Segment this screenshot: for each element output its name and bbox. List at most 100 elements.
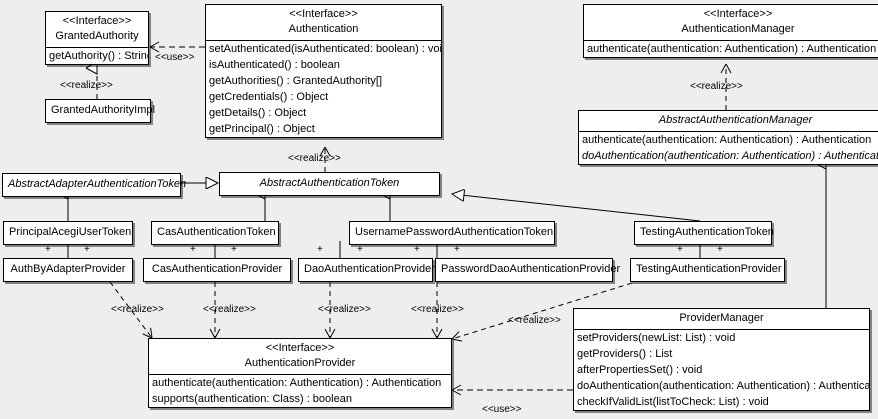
class-box-dao-authentication-provider[interactable]: DaoAuthenticationProvider xyxy=(298,258,435,282)
class-header-username-password-authentication-token: UsernamePasswordAuthenticationToken xyxy=(350,222,554,244)
class-box-cas-authentication-token[interactable]: CasAuthenticationToken xyxy=(151,221,279,245)
edge-label-realize-dao-authentication-provider: <<realize>> xyxy=(318,304,371,315)
operations-compartment-provider-manager: setProviders(newList: List) : void getPr… xyxy=(574,330,869,410)
association-multiplicity-marker: + xyxy=(45,244,51,255)
class-header-principal-acegi-user-token: PrincipalAcegiUserToken xyxy=(4,222,132,244)
class-box-abstract-adapter-authentication-token[interactable]: AbstractAdapterAuthenticationToken xyxy=(2,173,187,197)
class-header-authentication-provider: <<Interface>> AuthenticationProvider xyxy=(149,339,451,375)
class-header-dao-authentication-provider: DaoAuthenticationProvider xyxy=(299,259,435,281)
class-name-label: CasAuthenticationToken xyxy=(157,226,276,238)
edge-label-use-provider-manager: <<use>> xyxy=(482,404,522,415)
class-box-cas-authentication-provider[interactable]: CasAuthenticationProvider xyxy=(143,258,291,282)
class-box-granted-authority[interactable]: <<Interface>> GrantedAuthority getAuthor… xyxy=(45,11,149,65)
association-multiplicity-marker: + xyxy=(717,244,723,255)
class-box-provider-manager[interactable]: ProviderManager setProviders(newList: Li… xyxy=(573,308,870,411)
class-box-granted-authority-impl[interactable]: GrantedAuthorityImpl xyxy=(45,99,155,123)
class-box-abstract-authentication-manager[interactable]: AbstractAuthenticationManager authentica… xyxy=(578,110,878,165)
operation-row: authenticate(authentication: Authenticat… xyxy=(152,377,442,389)
edge-testing-authentication-token-extends-abstract-authentication-token xyxy=(452,194,701,222)
operation-row: getProviders() : List xyxy=(577,348,673,360)
class-header-abstract-adapter-authentication-token: AbstractAdapterAuthenticationToken xyxy=(3,174,187,196)
class-name-label: TestingAuthenticationToken xyxy=(640,226,774,238)
class-header-abstract-authentication-manager: AbstractAuthenticationManager xyxy=(579,111,878,132)
operation-row: getAuthority() : String xyxy=(49,50,148,62)
class-box-abstract-authentication-token[interactable]: AbstractAuthenticationToken xyxy=(219,172,440,196)
class-header-authentication-manager: <<Interface>> AuthenticationManager xyxy=(584,5,878,41)
operation-row: getCredentials() : Object xyxy=(209,91,329,103)
edge-label-realize-password-dao-authentication-provider: <<realize>> xyxy=(411,304,464,315)
class-name-label: AuthenticationManager xyxy=(681,23,795,35)
edge-label-realize-auth-by-adapter-provider: <<realize>> xyxy=(111,304,164,315)
operation-row: doAuthentication(authentication: Authent… xyxy=(577,380,869,392)
operation-row: authenticate(authentication: Authenticat… xyxy=(582,134,872,146)
class-header-granted-authority: <<Interface>> GrantedAuthority xyxy=(46,12,148,48)
class-header-cas-authentication-provider: CasAuthenticationProvider xyxy=(144,259,290,281)
class-box-testing-authentication-token[interactable]: TestingAuthenticationToken xyxy=(634,221,774,245)
class-header-password-dao-authentication-provider: PasswordDaoAuthenticationProvider xyxy=(436,259,621,281)
operation-row: getPrincipal() : Object xyxy=(209,123,315,135)
class-name-label: AbstractAuthenticationManager xyxy=(658,114,813,126)
class-header-provider-manager: ProviderManager xyxy=(574,309,869,330)
class-name-label: DaoAuthenticationProvider xyxy=(304,263,435,275)
edge-label-realize-abstract-authentication-token: <<realize>> xyxy=(288,153,341,164)
stereotype-label: <<Interface>> xyxy=(703,8,773,20)
association-multiplicity-marker: + xyxy=(414,244,420,255)
class-name-label: GrantedAuthorityImpl xyxy=(51,104,155,116)
class-header-testing-authentication-provider: TestingAuthenticationProvider xyxy=(631,259,784,281)
association-multiplicity-marker: + xyxy=(357,244,363,255)
class-box-authentication[interactable]: <<Interface>> Authentication setAuthenti… xyxy=(205,4,442,138)
class-box-testing-authentication-provider[interactable]: TestingAuthenticationProvider xyxy=(630,258,785,282)
association-multiplicity-marker: + xyxy=(317,244,323,255)
class-name-label: AbstractAuthenticationToken xyxy=(259,177,400,189)
class-name-label: AuthenticationProvider xyxy=(244,357,356,369)
class-box-authentication-provider[interactable]: <<Interface>> AuthenticationProvider aut… xyxy=(148,338,452,408)
class-box-username-password-authentication-token[interactable]: UsernamePasswordAuthenticationToken xyxy=(349,221,555,245)
class-name-label: ProviderManager xyxy=(679,312,764,324)
class-box-password-dao-authentication-provider[interactable]: PasswordDaoAuthenticationProvider xyxy=(435,258,621,282)
operations-compartment-abstract-authentication-manager: authenticate(authentication: Authenticat… xyxy=(579,132,878,164)
class-name-label: AuthByAdapterProvider xyxy=(10,263,126,275)
operation-row: checkIfValidList(listToCheck: List) : vo… xyxy=(577,396,769,408)
operations-compartment-authentication-provider: authenticate(authentication: Authenticat… xyxy=(149,375,451,407)
class-box-principal-acegi-user-token[interactable]: PrincipalAcegiUserToken xyxy=(3,221,133,245)
edge-label-realize-abstract-authentication-manager: <<realize>> xyxy=(690,81,743,92)
operations-compartment-granted-authority: getAuthority() : String xyxy=(46,48,148,64)
operation-row: authenticate(authentication: Authenticat… xyxy=(587,43,877,55)
edge-label-realize-granted-authority-impl: <<realize>> xyxy=(60,80,113,91)
class-box-authentication-manager[interactable]: <<Interface>> AuthenticationManager auth… xyxy=(583,4,878,58)
association-multiplicity-marker: + xyxy=(84,244,90,255)
edge-label-realize-provider-manager: <<realize>> xyxy=(508,315,561,326)
stereotype-label: <<Interface>> xyxy=(265,342,335,354)
operation-row: supports(authentication: Class) : boolea… xyxy=(152,393,352,405)
class-name-label: Authentication xyxy=(288,23,359,35)
class-header-granted-authority-impl: GrantedAuthorityImpl xyxy=(46,100,155,122)
class-name-label: PasswordDaoAuthenticationProvider xyxy=(441,263,621,275)
class-name-label: CasAuthenticationProvider xyxy=(151,263,283,275)
class-name-label: GrantedAuthority xyxy=(55,30,139,42)
stereotype-label: <<Interface>> xyxy=(62,15,132,27)
association-multiplicity-marker: + xyxy=(190,244,196,255)
class-name-label: UsernamePasswordAuthenticationToken xyxy=(355,226,554,238)
operation-row: getDetails() : Object xyxy=(209,107,307,119)
edge-label-use-granted-authority: <<use>> xyxy=(155,52,195,63)
class-header-authentication: <<Interface>> Authentication xyxy=(206,5,441,41)
stereotype-label: <<Interface>> xyxy=(289,8,358,20)
class-header-auth-by-adapter-provider: AuthByAdapterProvider xyxy=(4,259,132,281)
operation-row: doAuthentication(authentication: Authent… xyxy=(582,150,878,162)
class-name-label: PrincipalAcegiUserToken xyxy=(9,226,132,238)
association-multiplicity-marker: + xyxy=(677,244,683,255)
operations-compartment-authentication-manager: authenticate(authentication: Authenticat… xyxy=(584,41,878,57)
class-header-testing-authentication-token: TestingAuthenticationToken xyxy=(635,222,774,244)
class-header-abstract-authentication-token: AbstractAuthenticationToken xyxy=(220,173,439,195)
operations-compartment-authentication: setAuthenticated(isAuthenticated: boolea… xyxy=(206,41,441,137)
class-header-cas-authentication-token: CasAuthenticationToken xyxy=(152,222,278,244)
class-box-auth-by-adapter-provider[interactable]: AuthByAdapterProvider xyxy=(3,258,133,282)
class-name-label: AbstractAdapterAuthenticationToken xyxy=(8,178,187,190)
association-multiplicity-marker: + xyxy=(231,244,237,255)
operation-row: afterPropertiesSet() : void xyxy=(577,364,703,376)
operation-row: setAuthenticated(isAuthenticated: boolea… xyxy=(209,43,441,55)
edge-label-realize-cas-authentication-provider: <<realize>> xyxy=(203,304,256,315)
operation-row: setProviders(newList: List) : void xyxy=(577,332,736,344)
class-name-label: TestingAuthenticationProvider xyxy=(636,263,782,275)
